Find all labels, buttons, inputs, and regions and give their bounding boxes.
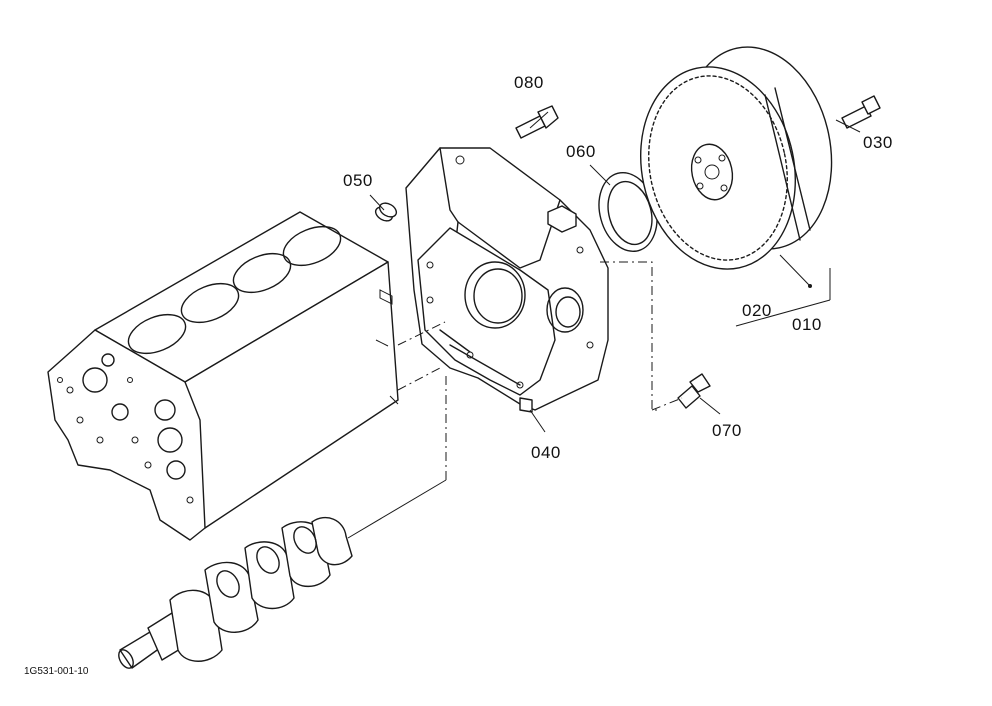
drawing-code: 1G531-001-10 — [24, 666, 89, 677]
plug — [374, 202, 398, 222]
assembly-lines — [369, 111, 861, 480]
callout-080: 080 — [514, 73, 544, 92]
crankshaft — [118, 479, 447, 669]
bolt-070 — [677, 373, 711, 409]
bolt-030 — [841, 95, 881, 129]
callout-040: 040 — [531, 443, 561, 462]
callout-030: 030 — [863, 133, 893, 152]
callout-020: 020 — [742, 301, 772, 320]
flywheel-housing — [405, 147, 609, 413]
callout-labels: 080 060 050 030 020 010 070 040 1G531-00… — [24, 73, 893, 677]
callout-050: 050 — [343, 171, 373, 190]
callout-060: 060 — [566, 142, 596, 161]
callout-010: 010 — [792, 315, 822, 334]
engine-block — [47, 211, 399, 541]
callout-070: 070 — [712, 421, 742, 440]
flywheel — [639, 46, 833, 270]
